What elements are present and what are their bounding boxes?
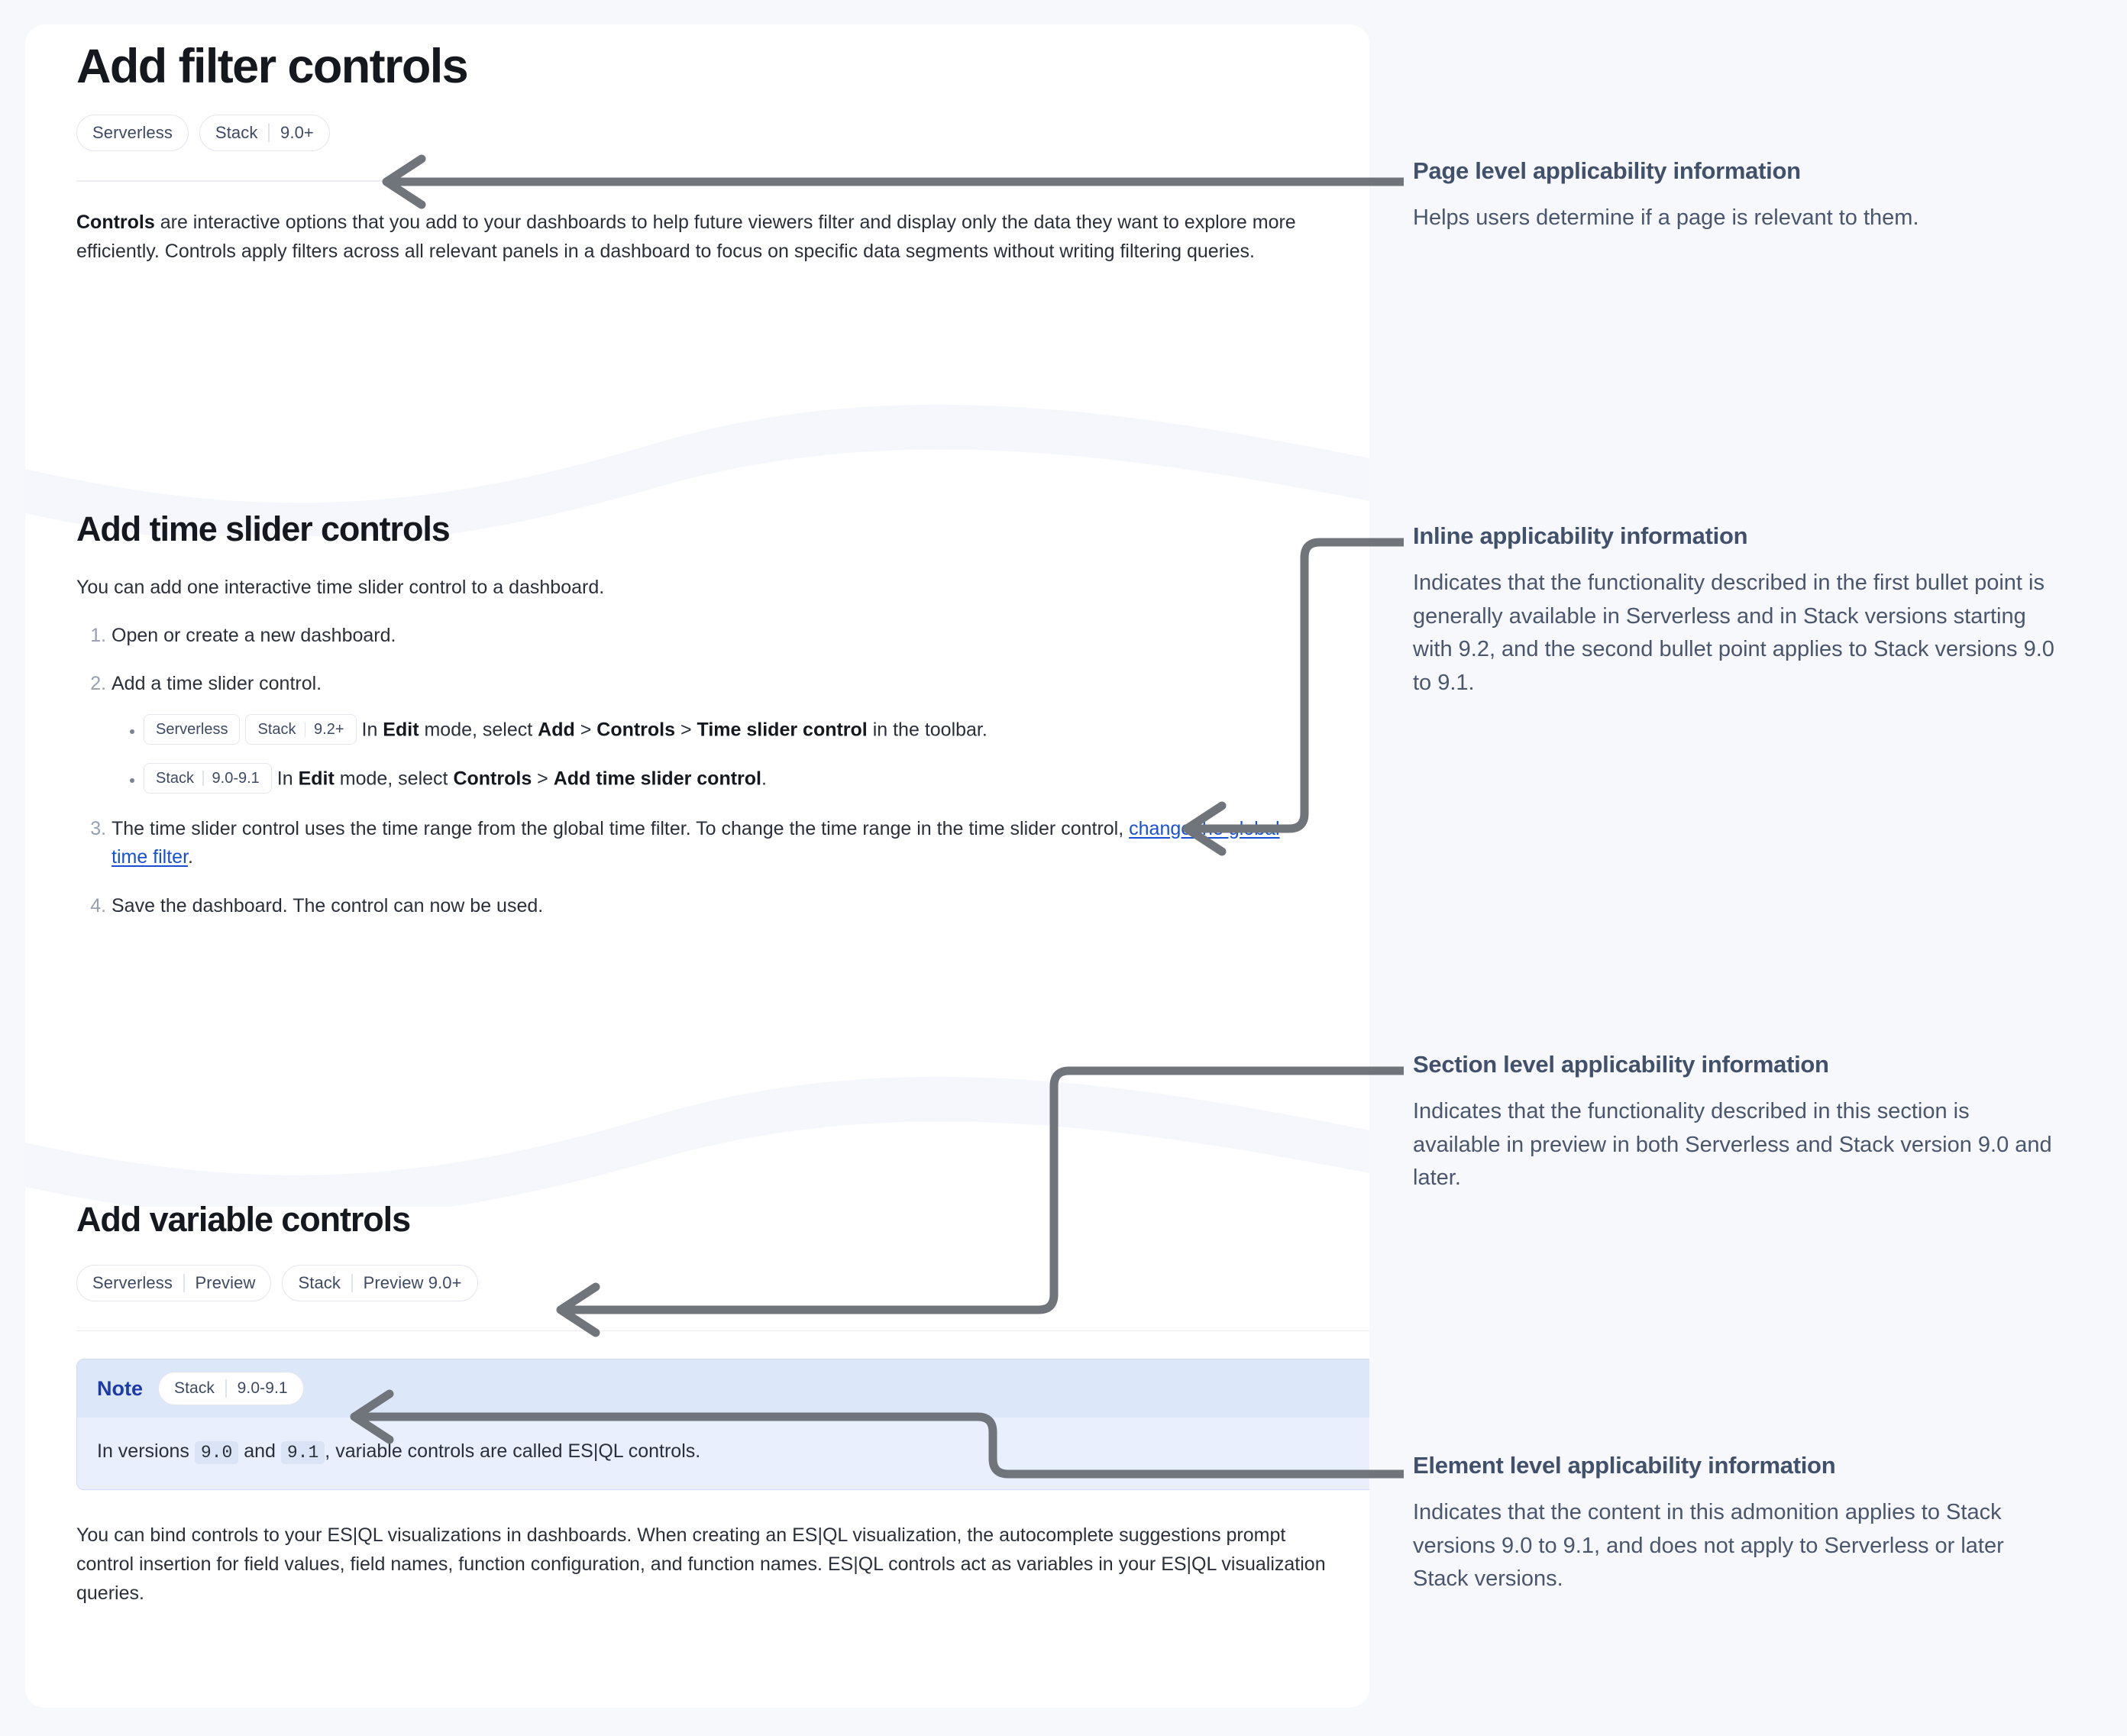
annotation-element-level: Element level applicability information …	[1413, 1451, 2054, 1596]
annotation-text: Indicates that the functionality describ…	[1413, 571, 2054, 695]
time-slider-section: Add time slider controls You can add one…	[25, 510, 1369, 940]
pill-divider	[183, 1273, 185, 1292]
text-run: mode, select	[334, 768, 454, 790]
step-text: Open or create a new dashboard.	[112, 624, 396, 646]
pill-segment-product: Serverless	[92, 1272, 173, 1292]
text-run: >	[574, 719, 597, 741]
annotation-text: Indicates that the functionality describ…	[1413, 1099, 2052, 1191]
text-run: and	[238, 1440, 281, 1463]
pill-segment-lifecycle: Preview	[195, 1272, 256, 1292]
step-item: Open or create a new dashboard.	[112, 622, 1369, 651]
badge-segment-product: Serverless	[156, 720, 228, 738]
step-item: The time slider control uses the time ra…	[112, 815, 1318, 872]
pill-segment-version: 9.0+	[280, 123, 314, 143]
text-run: >	[532, 768, 554, 790]
step-sub-bullets: Serverless Stack 9.2+ In Edit mode, sele…	[112, 713, 1369, 795]
note-header: Note Stack 9.0-9.1	[77, 1359, 1369, 1418]
section-applicability-pills: Serverless Preview Stack Preview 9.0+	[76, 1264, 1369, 1301]
bullet-text: In Edit mode, select Controls > Add time…	[277, 768, 767, 789]
pill-segment-product: Stack	[298, 1272, 341, 1292]
page-header-block: Add filter controls Serverless Stack 9.0…	[25, 41, 1369, 266]
pill-segment-product: Serverless	[92, 123, 173, 143]
time-slider-steps: Open or create a new dashboard. Add a ti…	[76, 622, 1369, 921]
emphasis-text: Controls	[596, 719, 676, 741]
bullet-item: Serverless Stack 9.2+ In Edit mode, sele…	[144, 713, 1369, 746]
text-run: .	[761, 768, 767, 790]
step-item: Add a time slider control. Serverless St…	[112, 670, 1369, 795]
emphasis-text: Edit	[383, 719, 419, 741]
text-run: The time slider control uses the time ra…	[112, 817, 1130, 839]
variable-controls-section: Add variable controls Serverless Preview…	[25, 1201, 1369, 1608]
section-rule	[76, 1330, 1369, 1332]
badge-divider	[225, 1379, 227, 1398]
page-applicability-pills: Serverless Stack 9.0+	[76, 115, 1369, 152]
emphasis-text: Controls	[453, 768, 532, 790]
text-run: , variable controls are called ES|QL con…	[325, 1440, 701, 1463]
text-run: In versions	[97, 1440, 195, 1463]
annotation-section-level: Section level applicability information …	[1413, 1050, 2054, 1195]
note-body: In versions 9.0 and 9.1, variable contro…	[77, 1418, 1369, 1489]
emphasis-text: Edit	[298, 768, 335, 790]
emphasis-text: Add	[538, 719, 575, 741]
badge-segment-version: 9.2+	[314, 720, 344, 738]
serverless-badge[interactable]: Serverless	[144, 713, 241, 745]
time-slider-intro: You can add one interactive time slider …	[76, 576, 605, 598]
badge-divider	[304, 721, 306, 737]
step-item: Save the dashboard. The control can now …	[112, 892, 1369, 921]
stack-badge-note[interactable]: Stack 9.0-9.1	[158, 1372, 304, 1406]
bullet-text: In Edit mode, select Add > Controls > Ti…	[362, 719, 988, 740]
intro-lead: Controls	[76, 211, 155, 233]
inline-code: 9.1	[280, 1441, 325, 1465]
annotation-text: Helps users determine if a page is relev…	[1413, 205, 1919, 231]
variable-controls-paragraph: You can bind controls to your ES|QL visu…	[76, 1524, 1326, 1604]
step-text: Add a time slider control.	[112, 673, 322, 694]
page-title: Add filter controls	[76, 40, 469, 93]
wave-divider-2	[25, 1076, 1369, 1207]
badge-segment-product: Stack	[257, 720, 296, 738]
bullet-item: Stack 9.0-9.1 In Edit mode, select Contr…	[144, 762, 1369, 795]
note-label: Note	[97, 1376, 143, 1400]
serverless-pill[interactable]: Serverless	[76, 115, 189, 152]
pill-segment-product: Stack	[215, 123, 258, 143]
text-run: In	[276, 768, 299, 790]
serverless-preview-pill[interactable]: Serverless Preview	[76, 1264, 272, 1301]
section-title-time-slider: Add time slider controls	[76, 509, 451, 548]
pill-divider	[351, 1273, 353, 1292]
badge-segment-version: 9.0-9.1	[212, 769, 260, 787]
text-run: in the toolbar.	[867, 719, 988, 741]
pill-divider	[268, 124, 270, 143]
documentation-card: Add filter controls Serverless Stack 9.0…	[25, 24, 1369, 1708]
note-admonition: Note Stack 9.0-9.1 In versions 9.0 and 9…	[76, 1359, 1369, 1490]
emphasis-text: Time slider control	[697, 719, 868, 741]
section-title-variable-controls: Add variable controls	[76, 1200, 411, 1239]
badge-segment-version: 9.0-9.1	[237, 1379, 288, 1398]
pill-segment-lifecycle-version: Preview 9.0+	[363, 1272, 462, 1292]
text-run: >	[675, 719, 697, 741]
intro-rest: are interactive options that you add to …	[76, 211, 1296, 262]
badge-segment-product: Stack	[174, 1379, 215, 1398]
text-run: In	[361, 719, 383, 741]
step-text: Save the dashboard. The control can now …	[112, 894, 544, 916]
stack-badge[interactable]: Stack 9.0-9.1	[144, 762, 272, 794]
annotation-title: Section level applicability information	[1413, 1051, 1829, 1078]
text-run: .	[188, 846, 193, 868]
text-run: mode, select	[419, 719, 538, 741]
header-rule	[76, 180, 1369, 182]
emphasis-text: Add time slider control	[553, 768, 761, 790]
inline-code: 9.0	[194, 1441, 239, 1465]
stack-pill[interactable]: Stack 9.0+	[199, 115, 330, 152]
stack-badge[interactable]: Stack 9.2+	[245, 713, 357, 745]
intro-paragraph: Controls are interactive options that yo…	[76, 208, 1314, 266]
annotation-title: Element level applicability information	[1413, 1452, 1836, 1479]
badge-divider	[202, 770, 204, 786]
annotation-title: Inline applicability information	[1413, 522, 1748, 549]
annotation-title: Page level applicability information	[1413, 157, 1801, 184]
annotation-inline: Inline applicability information Indicat…	[1413, 522, 2054, 700]
annotation-text: Indicates that the content in this admon…	[1413, 1500, 2004, 1592]
stack-preview-pill[interactable]: Stack Preview 9.0+	[282, 1264, 478, 1301]
step-text: The time slider control uses the time ra…	[112, 818, 1280, 868]
badge-segment-product: Stack	[156, 769, 195, 787]
annotation-page-level: Page level applicability information Hel…	[1413, 157, 2054, 235]
